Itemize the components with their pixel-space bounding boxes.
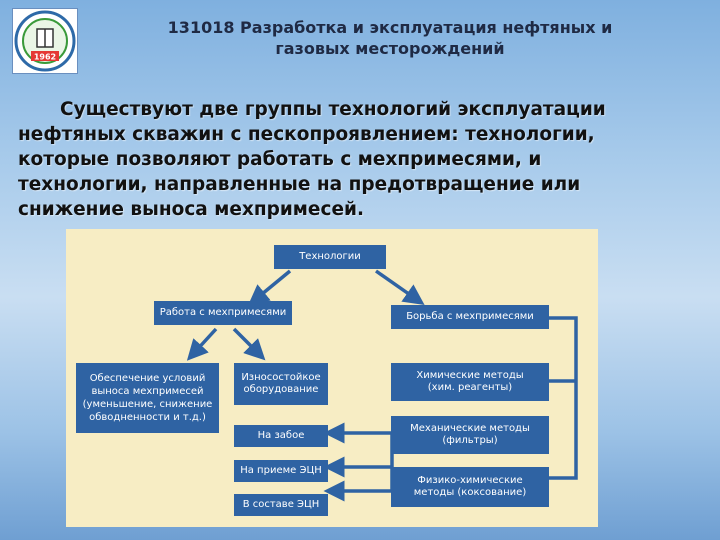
in-esp-box: В составе ЭЦН — [234, 494, 328, 516]
arrow-left-to-conditions — [186, 327, 218, 361]
intro-line1: Существуют две группы технологий эксплуа… — [60, 99, 606, 120]
at-esp-intake-box: На приеме ЭЦН — [234, 460, 328, 482]
right-bracket — [548, 316, 578, 480]
university-emblem-icon: 1962 — [14, 10, 76, 72]
ensure-removal-conditions-box: Обеспечение условий выноса мехпримесей (… — [76, 363, 219, 433]
arrow-left-to-wear — [232, 327, 266, 361]
header-title-line1: 131018 Разработка и эксплуатация нефтяны… — [167, 18, 613, 37]
mechanical-methods-box: Механические методы (фильтры) — [391, 416, 549, 454]
diagram-panel: Технологии Работа с мехпримесями Борьба … — [66, 229, 598, 527]
fight-impurities-box: Борьба с мехпримесями — [391, 305, 549, 329]
intro-line2: нефтяных скважин с пескопроявлением: тех… — [18, 124, 595, 145]
header-title-line2: газовых месторождений — [275, 39, 505, 58]
intro-line3: которые позволяют работать с мехпримесям… — [18, 149, 542, 170]
arrow-root-to-right — [374, 269, 425, 306]
university-logo: 1962 — [12, 8, 78, 74]
wear-resistant-equipment-box: Износостойкое оборудование — [234, 363, 328, 405]
arrow-root-to-left — [247, 269, 292, 306]
work-with-impurities-box: Работа с мехпримесями — [154, 301, 292, 325]
page-header: 131018 Разработка и эксплуатация нефтяны… — [110, 17, 670, 59]
chemical-methods-box: Химические методы (хим. реагенты) — [391, 363, 549, 401]
intro-line5: снижение выноса мехпримесей. — [18, 199, 364, 220]
logo-year: 1962 — [34, 53, 56, 62]
at-bottomhole-box: На забое — [234, 425, 328, 447]
intro-line4: технологии, направленные на предотвращен… — [18, 174, 581, 195]
physchem-methods-box: Физико-химические методы (коксование) — [391, 467, 549, 507]
intro-paragraph: Существуют две группы технологий эксплуа… — [18, 97, 698, 222]
technologies-box: Технологии — [274, 245, 386, 269]
